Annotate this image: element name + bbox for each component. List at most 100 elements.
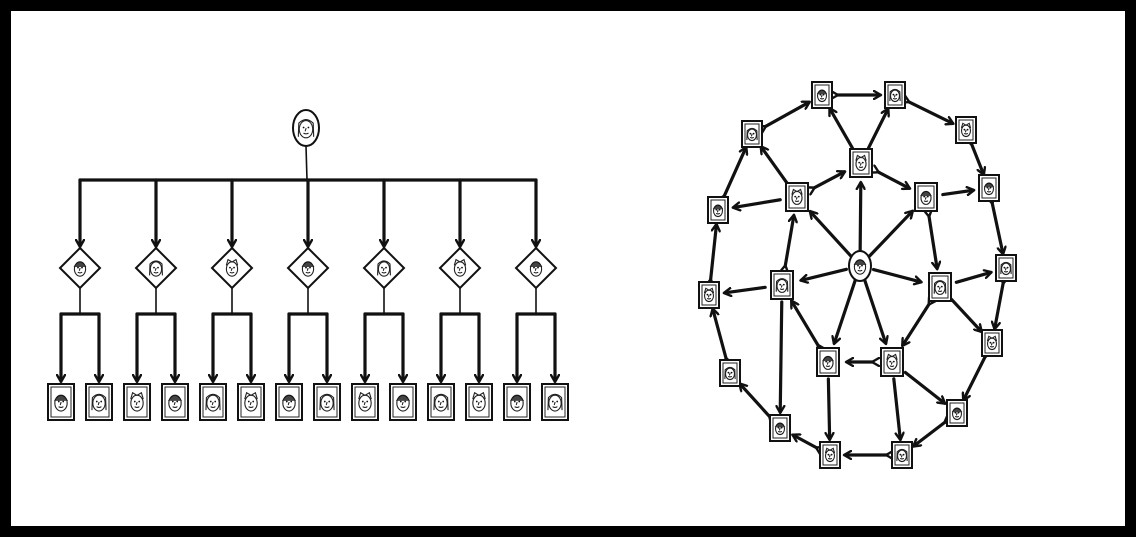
ring-arrow: [992, 203, 1003, 254]
person-portrait-icon: [920, 190, 932, 205]
outer-node: [995, 254, 1017, 282]
outer-node: [741, 120, 763, 148]
leaf-node: [47, 383, 75, 421]
person-portrait-icon: [547, 393, 563, 412]
person-portrait-icon: [1000, 261, 1012, 276]
outer-node: [769, 414, 791, 442]
spoke-arrow: [949, 297, 982, 331]
leaf-node: [161, 383, 189, 421]
hub-node: [848, 250, 872, 282]
person-portrait-icon: [983, 182, 995, 196]
network-diagram: [698, 81, 1017, 469]
spoke-arrow: [725, 285, 767, 293]
ring-arrow: [914, 422, 945, 446]
hub-arrow: [862, 277, 885, 343]
person-portrait-icon: [529, 261, 543, 277]
inner-node: [880, 347, 904, 377]
person-portrait-icon: [886, 353, 898, 370]
outer-node: [884, 81, 906, 109]
person-portrait-icon: [297, 119, 315, 139]
spoke-arrow: [892, 377, 900, 439]
person-portrait-icon: [510, 394, 524, 412]
person-portrait-icon: [282, 394, 296, 412]
person-portrait-icon: [960, 122, 972, 138]
person-portrait-icon: [358, 391, 372, 412]
spoke-arrow: [830, 109, 855, 150]
hierarchy-diagram: [47, 109, 569, 421]
peer-arrow: [929, 216, 937, 268]
outer-node: [698, 281, 720, 309]
hub-arrow: [871, 267, 921, 282]
person-portrait-icon: [933, 280, 947, 295]
inner-node: [849, 148, 873, 178]
person-portrait-icon: [244, 391, 258, 412]
spoke-arrow: [954, 272, 990, 284]
peer-arrow: [878, 172, 909, 188]
middle-node: [134, 246, 178, 290]
outer-node: [981, 329, 1003, 357]
person-portrait-icon: [712, 204, 724, 218]
leaf-node: [237, 383, 265, 421]
person-portrait-icon: [824, 447, 836, 463]
person-portrait-icon: [91, 393, 107, 412]
middle-node: [210, 246, 254, 290]
peer-arrow: [814, 172, 844, 188]
leaf-node: [541, 383, 569, 421]
middle-node: [286, 246, 330, 290]
leaf-node: [123, 383, 151, 421]
hub-arrow: [834, 277, 858, 343]
leaf-node: [465, 383, 493, 421]
spoke-arrow: [903, 370, 944, 403]
hub-arrow: [810, 212, 853, 258]
middle-node: [438, 246, 482, 290]
spoke-arrow: [734, 198, 782, 208]
ring-arrow: [724, 148, 746, 197]
ring-arrow: [711, 225, 717, 280]
person-portrait-icon: [986, 335, 998, 351]
peer-arrow: [903, 304, 929, 345]
person-portrait-icon: [775, 278, 789, 293]
outer-node: [978, 174, 1000, 202]
ring-arrow: [713, 309, 726, 358]
person-portrait-icon: [889, 88, 901, 103]
person-portrait-icon: [746, 127, 758, 142]
leaf-node: [503, 383, 531, 421]
ring-arrow: [995, 283, 1003, 329]
outer-node: [811, 81, 833, 109]
person-portrait-icon: [396, 394, 410, 412]
spoke-arrow: [761, 147, 789, 185]
hub-arrow: [801, 267, 848, 280]
outer-node: [955, 116, 977, 144]
hub-arrow: [868, 211, 912, 258]
outer-node: [719, 359, 741, 387]
person-portrait-icon: [951, 407, 963, 421]
person-portrait-icon: [377, 260, 391, 277]
person-portrait-icon: [724, 366, 736, 381]
ring-arrow: [908, 102, 952, 124]
top-connector: [305, 145, 308, 181]
hub-arrow: [860, 183, 861, 254]
outer-node: [891, 441, 913, 469]
inner-node: [816, 347, 840, 377]
outer-node: [946, 399, 968, 427]
leaf-node: [389, 383, 417, 421]
middle-node: [58, 246, 102, 290]
leaf-node: [85, 383, 113, 421]
person-portrait-icon: [816, 89, 828, 103]
person-portrait-icon: [149, 260, 163, 277]
ring-arrow: [740, 384, 770, 417]
person-portrait-icon: [774, 422, 786, 436]
person-portrait-icon: [319, 393, 335, 412]
spoke-arrow: [941, 190, 973, 194]
person-portrait-icon: [822, 355, 834, 370]
leaf-node: [351, 383, 379, 421]
spoke-arrow: [867, 109, 888, 150]
outer-node: [707, 196, 729, 224]
leaf-node: [313, 383, 341, 421]
person-portrait-icon: [301, 261, 315, 277]
person-portrait-icon: [225, 258, 239, 277]
person-portrait-icon: [853, 259, 867, 275]
middle-node: [362, 246, 406, 290]
leaf-node: [275, 383, 303, 421]
